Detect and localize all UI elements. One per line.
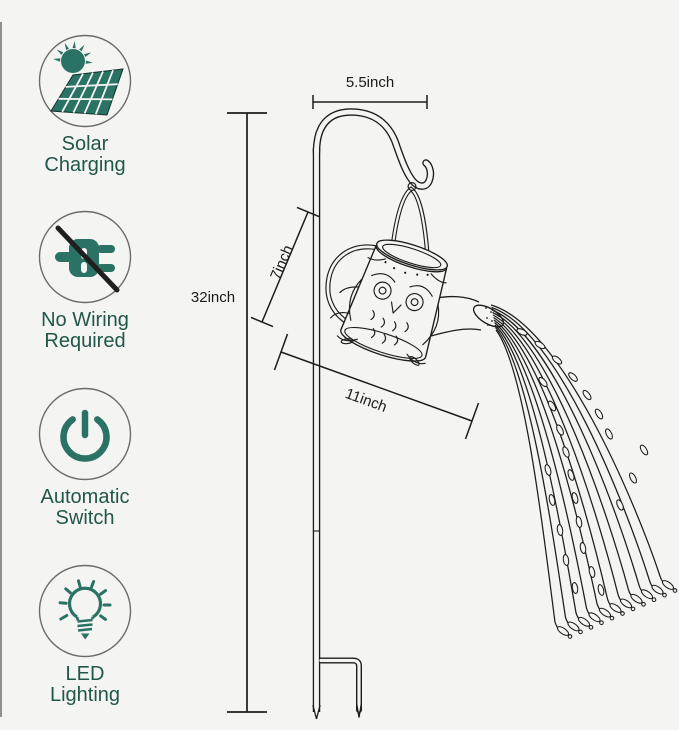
light-bulb-icon <box>38 564 132 658</box>
dim-hanger-drop <box>250 206 320 328</box>
feature-label-line1: No Wiring <box>41 309 129 331</box>
feature-label-line2: Switch <box>55 507 115 529</box>
feature-label-line1: Solar <box>61 133 109 155</box>
led-beads <box>516 328 678 639</box>
sun-with-rays <box>53 41 93 73</box>
no-plug-icon <box>38 210 132 304</box>
dim-hook-width <box>312 95 428 109</box>
hanger-ring <box>407 182 417 192</box>
can-bottom-rim <box>344 326 423 359</box>
can-top-rim <box>376 239 448 271</box>
owl-cutout-design <box>329 256 447 366</box>
left-edge-artifact-line <box>0 22 2 717</box>
feature-led-lighting: LED Lighting <box>15 563 155 706</box>
power-button-icon <box>38 387 132 481</box>
dim-overall-length <box>273 333 480 440</box>
light-strings <box>490 304 678 639</box>
hook-width-label: 5.5inch <box>345 74 395 91</box>
can-body <box>340 244 448 362</box>
dim-stake-height <box>227 112 267 713</box>
feature-solar-charging: Solar Charging <box>15 33 155 176</box>
shepherd-hook-stake <box>312 108 435 720</box>
feature-label-line1: Automatic <box>40 486 130 508</box>
solar-panel <box>50 68 124 116</box>
foot-step-pedal <box>318 657 362 713</box>
feature-label-line2: Charging <box>44 154 126 176</box>
feature-automatic-switch: Automatic Switch <box>15 386 155 529</box>
feature-no-wiring: No Wiring Required <box>15 209 155 352</box>
dimension-lines <box>227 95 480 713</box>
can-hanger-handle <box>389 186 431 267</box>
feature-label-line2: Required <box>44 330 126 352</box>
pole-ground-spike <box>312 704 321 720</box>
bulb-glyph <box>58 579 112 640</box>
prohibited-slash <box>55 225 120 293</box>
watering-can <box>325 239 448 366</box>
solar-panel-sun-icon <box>38 34 132 128</box>
feature-label-line1: LED <box>65 663 105 685</box>
pedal-spike <box>356 703 362 718</box>
feature-label-line2: Lighting <box>49 684 121 706</box>
stake-height-label: 32inch <box>190 289 236 306</box>
